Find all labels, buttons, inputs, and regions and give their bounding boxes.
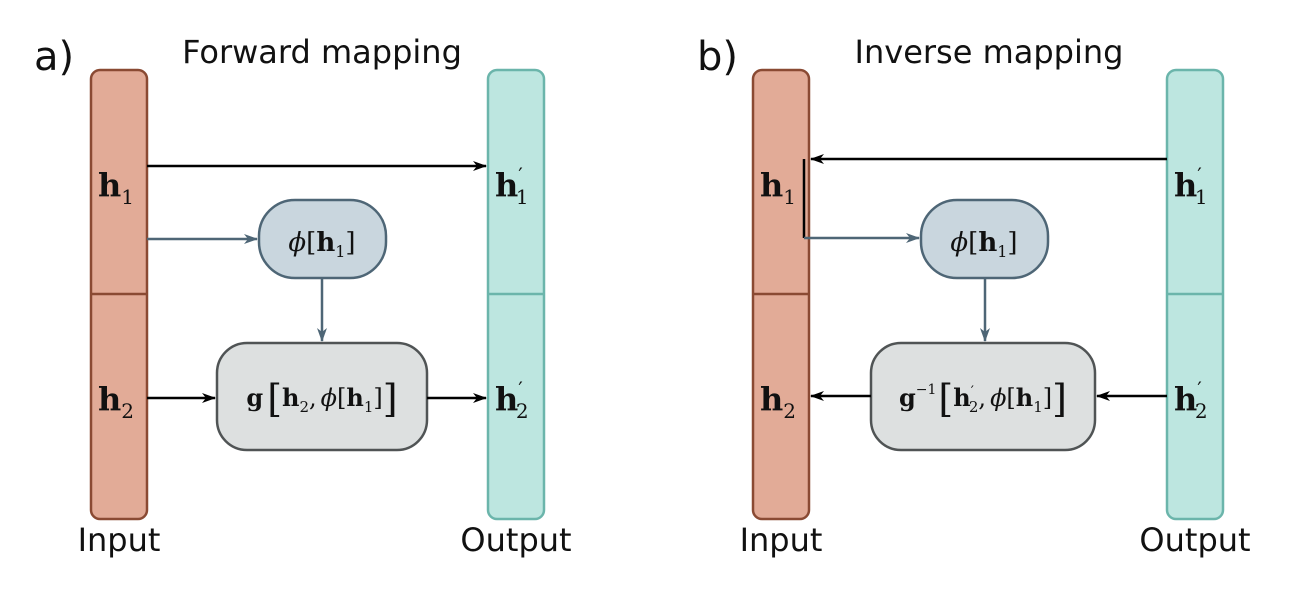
output-label: Output bbox=[460, 521, 571, 559]
g-node bbox=[215, 341, 429, 452]
input-h1: h1 bbox=[98, 166, 134, 209]
input-bar bbox=[751, 68, 811, 521]
output-bar bbox=[1165, 68, 1225, 521]
panel-label: b) bbox=[697, 34, 738, 80]
output-h1-prime: h′1 bbox=[1174, 163, 1208, 209]
panel-label: a) bbox=[34, 34, 74, 80]
input-label: Input bbox=[740, 521, 823, 559]
output-label: Output bbox=[1139, 521, 1250, 559]
input-h1: h1 bbox=[760, 166, 796, 209]
output-h1-prime: h′1 bbox=[495, 163, 529, 209]
panel-b: b) Inverse mapping h1 h2 Input h′1 h′2 O… bbox=[697, 33, 1251, 559]
output-h2-prime: h′2 bbox=[495, 377, 529, 423]
g-inverse-node-label: g−1[h′2,ϕ[h1]] bbox=[899, 377, 1067, 421]
g-node-label: g[h2,ϕ[h1]] bbox=[246, 377, 397, 421]
input-label: Input bbox=[78, 521, 161, 559]
input-bar bbox=[89, 68, 149, 521]
phi-node-label: ϕ[h1] bbox=[950, 228, 1017, 261]
output-h2-prime: h′2 bbox=[1174, 377, 1208, 423]
panel-title: Inverse mapping bbox=[855, 33, 1124, 71]
panel-a: a) Forward mapping h1 h2 Input h′1 h′2 O… bbox=[34, 33, 572, 559]
input-h2: h2 bbox=[760, 380, 796, 423]
input-h2: h2 bbox=[98, 380, 134, 423]
phi-node-label: ϕ[h1] bbox=[288, 228, 355, 261]
panel-title: Forward mapping bbox=[182, 33, 462, 71]
output-bar bbox=[486, 68, 546, 521]
